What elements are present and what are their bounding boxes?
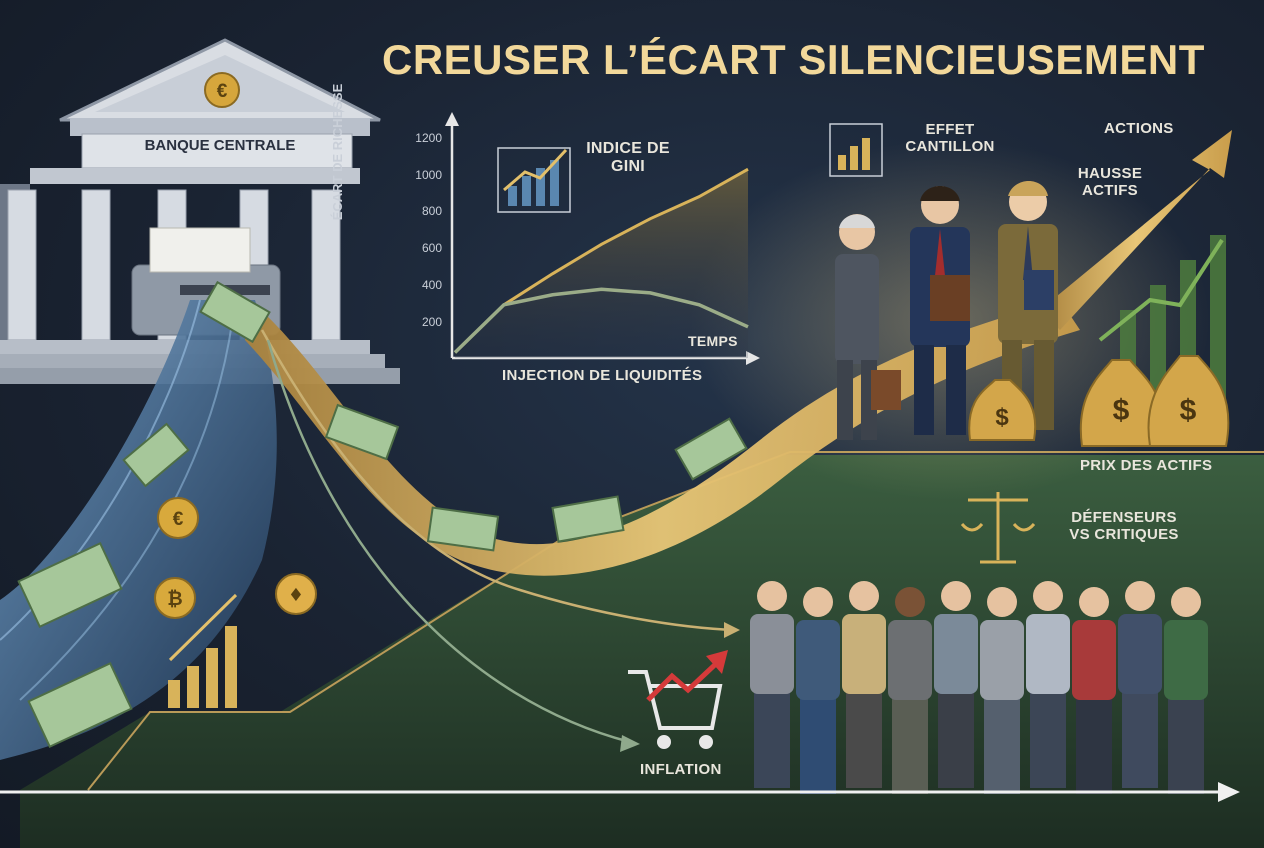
money-bag-icon — [968, 355, 1230, 447]
euro-emblem-glyph: € — [217, 81, 228, 102]
y-axis-label: ÉCART DE RICHESSE — [330, 83, 345, 221]
worker-person — [888, 587, 932, 794]
actions-arrow — [1040, 130, 1232, 330]
coins — [154, 497, 317, 619]
worker-person — [1164, 587, 1208, 794]
y-tick-label: 800 — [421, 204, 442, 218]
shopping-cart-icon — [628, 670, 723, 749]
ethereum-coin-icon: ♦ — [288, 585, 304, 606]
bar-chart-icon — [168, 626, 237, 708]
banknotes — [17, 280, 748, 749]
series-line-1 — [453, 287, 749, 354]
worker-person — [1026, 581, 1070, 788]
gold-money-flow — [245, 300, 1080, 576]
worker-person — [1072, 587, 1116, 794]
svg-text:$: $ — [995, 404, 1009, 431]
x-axis-label: INJECTION DE LIQUIDITÉS — [502, 367, 703, 384]
prix-label: PRIX DES ACTIFS — [1080, 457, 1213, 474]
cantillon-label: EFFET CANTILLON — [905, 121, 995, 155]
workers-group — [750, 581, 1208, 794]
hausse-label: HAUSSE ACTIFS — [1077, 165, 1143, 199]
actions-label: ACTIONS — [1104, 120, 1174, 137]
worker-person — [796, 587, 840, 794]
elite-person — [910, 186, 970, 435]
elite-person — [835, 214, 901, 440]
gini-label: INDICE DE GINI — [586, 140, 670, 175]
y-tick-label: 600 — [421, 241, 442, 255]
page-title: CREUSER L’ÉCART SILENCIEUSEMENT — [382, 36, 1205, 83]
y-tick-label: 200 — [421, 315, 442, 329]
y-tick-label: 1200 — [415, 131, 442, 145]
gini-trend-icon — [503, 148, 568, 192]
wealthy-elite-group: $ $ $ — [835, 181, 1230, 447]
worker-person — [750, 581, 794, 788]
euro-emblem-icon — [204, 72, 240, 108]
svg-text:$: $ — [1113, 394, 1130, 427]
worker-person — [934, 581, 978, 788]
gini-inset-frame — [497, 147, 571, 213]
time-label: TEMPS — [688, 333, 738, 349]
series-area — [455, 169, 748, 358]
y-tick-label: 400 — [421, 278, 442, 292]
cantillon-chart-icon — [829, 123, 883, 177]
y-tick-label: 1000 — [415, 168, 442, 182]
defenseurs-label: DÉFENSEURS VS CRITIQUES — [1069, 509, 1179, 543]
worker-person — [842, 581, 886, 788]
wealth-gap-chart — [453, 167, 749, 358]
central-bank-label: BANQUE CENTRALE — [144, 137, 296, 154]
svg-text:$: $ — [1180, 394, 1197, 427]
bitcoin-coin-icon: ₿ — [167, 589, 182, 610]
justice-scales-icon — [960, 492, 1036, 564]
blue-money-flow — [0, 300, 277, 760]
worker-person — [980, 587, 1024, 794]
inflation-label: INFLATION — [640, 761, 722, 778]
euro-coin-icon: € — [173, 509, 184, 530]
worker-person — [1118, 581, 1162, 788]
